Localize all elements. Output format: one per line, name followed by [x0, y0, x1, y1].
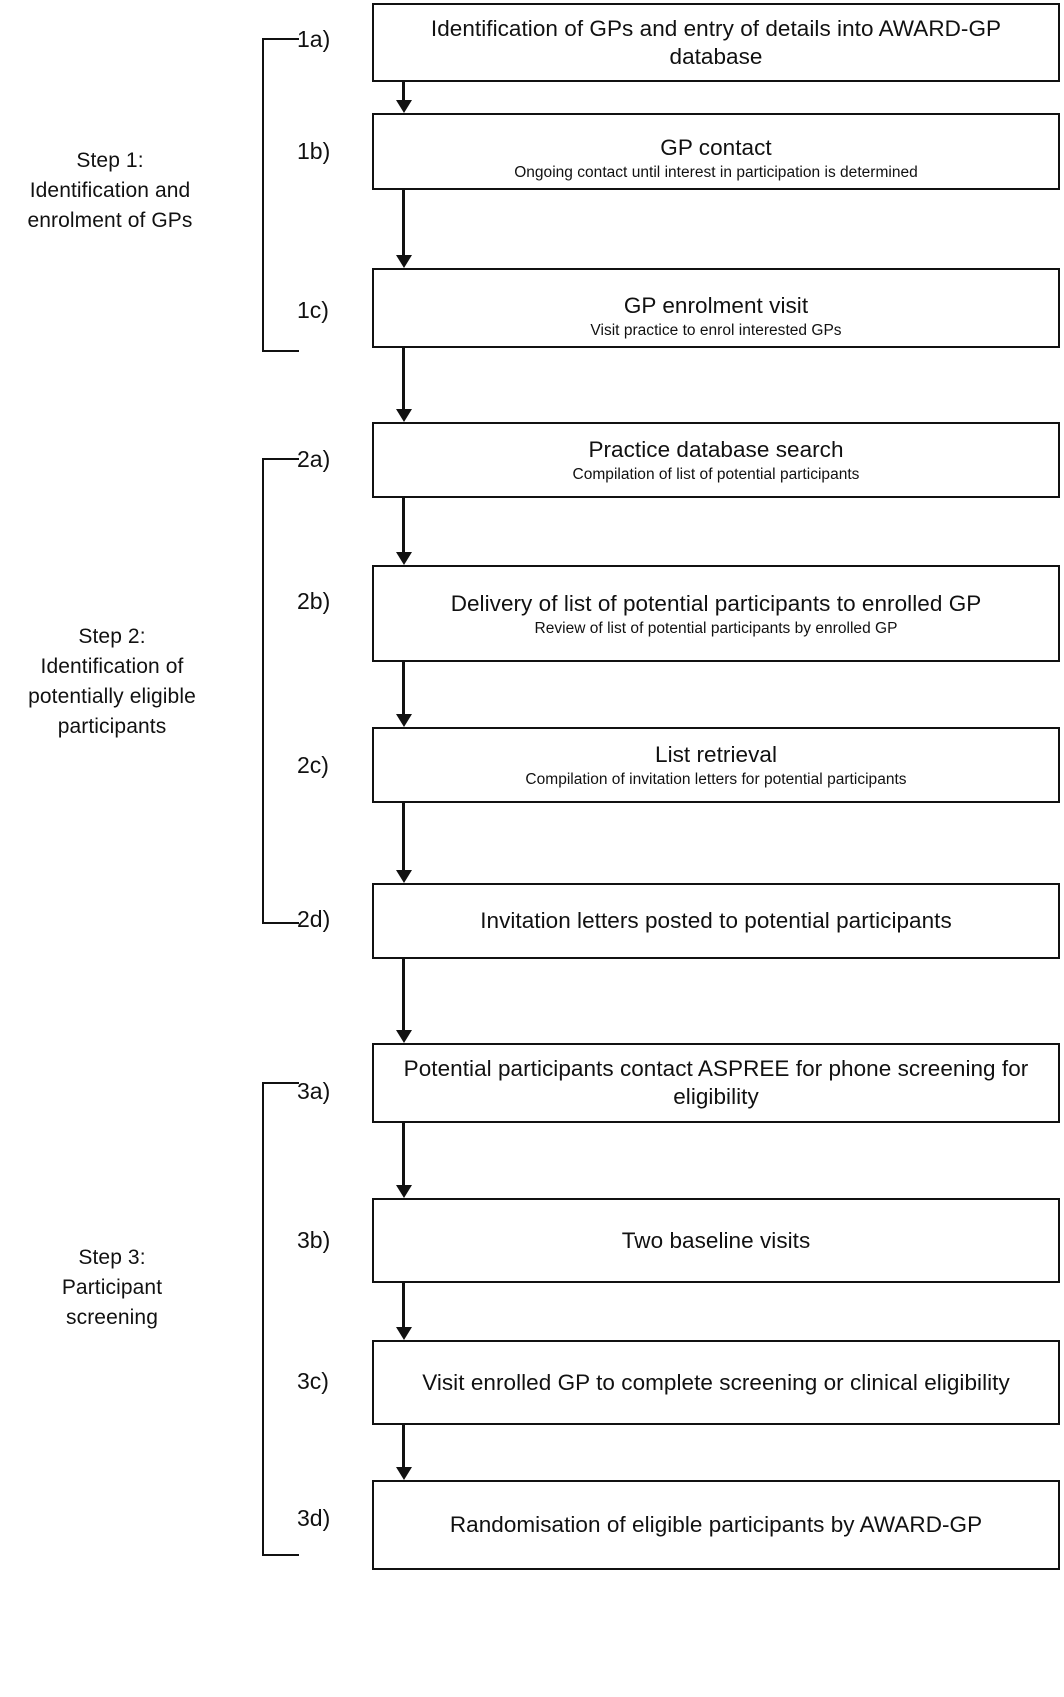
process-node-2c[interactable]: List retrieval Compilation of invitation…: [372, 727, 1060, 803]
connector-3a-3b: [402, 1123, 405, 1185]
connector-2b-2c: [402, 662, 405, 714]
node-subtitle: Ongoing contact until interest in partic…: [514, 164, 918, 181]
process-node-1b[interactable]: GP contact Ongoing contact until interes…: [372, 113, 1060, 190]
node-title: Randomisation of eligible participants b…: [449, 1512, 983, 1537]
process-node-3b[interactable]: Two baseline visits: [372, 1198, 1060, 1283]
node-title: Invitation letters posted to potential p…: [480, 908, 952, 933]
connector-1a-1b: [402, 82, 405, 102]
process-node-1a[interactable]: Identification of GPs and entry of detai…: [372, 3, 1060, 82]
arrowhead-2a-2b: [395, 552, 412, 565]
connector-2d-3a: [402, 959, 405, 1030]
arrowhead-1c-2a: [395, 409, 412, 422]
process-node-3a[interactable]: Potential participants contact ASPREE fo…: [372, 1043, 1060, 1123]
process-node-3d[interactable]: Randomisation of eligible participants b…: [372, 1480, 1060, 1570]
node-title: Identification of GPs and entry of detai…: [430, 15, 1002, 69]
node-title: Practice database search: [588, 437, 844, 462]
node-subtitle: Compilation of list of potential partici…: [572, 466, 860, 483]
step-code-1a: 1a): [297, 26, 331, 52]
connector-1b-1c: [402, 190, 405, 255]
process-node-2d[interactable]: Invitation letters posted to potential p…: [372, 883, 1060, 959]
step-code-2b: 2b): [297, 588, 331, 614]
step-code-3a: 3a): [297, 1078, 331, 1104]
arrowhead-2d-3a: [395, 1030, 412, 1043]
node-subtitle: Visit practice to enrol interested GPs: [590, 322, 842, 339]
connector-3c-3d: [402, 1425, 405, 1467]
step-code-2d: 2d): [297, 906, 331, 932]
step-code-2c: 2c): [297, 752, 329, 778]
connector-2a-2b: [402, 498, 405, 552]
arrowhead-3c-3d: [395, 1467, 412, 1480]
arrowhead-2b-2c: [395, 714, 412, 727]
arrowhead-3a-3b: [395, 1185, 412, 1198]
step-group-label-1: Step 1: Identification and enrolment of …: [27, 149, 193, 232]
node-subtitle: Review of list of potential participants…: [534, 619, 898, 637]
step-code-2a: 2a): [297, 446, 331, 472]
connector-3b-3c: [402, 1283, 405, 1327]
step-group-label-3: Step 3: Participant screening: [61, 1246, 163, 1329]
node-title: Delivery of list of potential participan…: [450, 590, 982, 616]
connector-2c-2d: [402, 803, 405, 870]
node-title: GP contact: [660, 135, 772, 160]
process-node-2b[interactable]: Delivery of list of potential participan…: [372, 565, 1060, 662]
arrowhead-1b-1c: [395, 255, 412, 268]
arrowhead-3b-3c: [395, 1327, 412, 1340]
step-code-3b: 3b): [297, 1227, 331, 1253]
step-code-1c: 1c): [297, 297, 329, 323]
step-code-3c: 3c): [297, 1368, 329, 1394]
step-code-1b: 1b): [297, 138, 331, 164]
step-bracket-2: [262, 458, 299, 924]
step-bracket-3: [262, 1082, 299, 1556]
node-title: Two baseline visits: [621, 1227, 811, 1253]
arrowhead-2c-2d: [395, 870, 412, 883]
connector-1c-2a: [402, 348, 405, 409]
node-subtitle: Compilation of invitation letters for po…: [525, 771, 907, 788]
process-node-2a[interactable]: Practice database search Compilation of …: [372, 422, 1060, 498]
step-code-3d: 3d): [297, 1505, 331, 1531]
step-bracket-1: [262, 38, 299, 352]
process-node-1c[interactable]: GP enrolment visit Visit practice to enr…: [372, 268, 1060, 348]
node-title: Potential participants contact ASPREE fo…: [403, 1056, 1029, 1109]
node-title: GP enrolment visit: [623, 293, 809, 318]
process-node-3c[interactable]: Visit enrolled GP to complete screening …: [372, 1340, 1060, 1425]
step-group-label-2: Step 2: Identification of potentially el…: [28, 625, 196, 738]
node-title: Visit enrolled GP to complete screening …: [422, 1369, 1010, 1395]
arrowhead-1a-1b: [395, 100, 412, 113]
node-title: List retrieval: [655, 742, 777, 767]
